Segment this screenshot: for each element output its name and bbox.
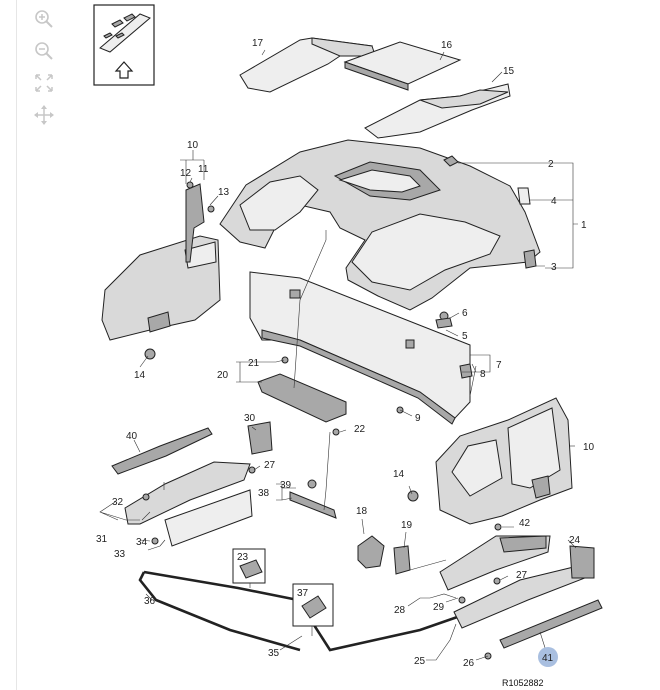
callout-14-left: 14 — [134, 370, 146, 381]
callout-39: 39 — [280, 480, 292, 491]
callout-41-highlight[interactable] — [538, 647, 558, 667]
pan-button[interactable] — [28, 102, 60, 128]
callout-33: 33 — [114, 549, 126, 560]
callout-28: 28 — [394, 605, 406, 616]
callout-9: 9 — [415, 413, 421, 424]
callout-1: 1 — [581, 220, 587, 231]
zoom-in-icon — [35, 10, 53, 28]
zoom-out-button[interactable] — [28, 38, 60, 64]
zoom-in-button[interactable] — [28, 6, 60, 32]
part-19 — [393, 545, 411, 575]
callout-12: 12 — [180, 168, 192, 179]
callout-13: 13 — [218, 187, 230, 198]
right-quarter-panel — [407, 397, 573, 525]
callout-34: 34 — [136, 537, 148, 548]
callout-10-upper: 10 — [187, 140, 199, 151]
callout-18: 18 — [356, 506, 368, 517]
callout-8: 8 — [480, 369, 486, 380]
leader-lines — [99, 49, 578, 661]
right-sill-parts — [439, 523, 603, 660]
part-18 — [357, 535, 385, 569]
callout-27-right: 27 — [516, 570, 528, 581]
callout-21: 21 — [248, 358, 260, 369]
exploded-parts-diagram: .p { fill: #d9d9d9; stroke: #222; stroke… — [93, 4, 603, 688]
callout-2: 2 — [548, 159, 554, 170]
callout-23: 23 — [237, 552, 249, 563]
headliner — [219, 139, 541, 311]
roof-panels — [239, 37, 511, 139]
callout-37: 37 — [297, 588, 309, 599]
callout-4: 4 — [551, 196, 557, 207]
lower-bracket — [289, 479, 337, 519]
reference-number: R1052882 — [502, 678, 544, 688]
zoom-out-icon — [35, 42, 53, 60]
pan-icon — [34, 105, 54, 125]
callout-42: 42 — [519, 518, 531, 529]
callout-10-right: 10 — [583, 442, 595, 453]
callout-26: 26 — [463, 658, 475, 669]
callout-25: 25 — [414, 656, 426, 667]
callout-14-right: 14 — [393, 469, 405, 480]
callout-29: 29 — [433, 602, 445, 613]
callout-41[interactable]: 41 — [542, 653, 554, 664]
center-bracket — [257, 356, 347, 436]
callout-32: 32 — [112, 497, 124, 508]
left-divider — [16, 0, 17, 690]
fit-to-screen-icon — [35, 74, 53, 92]
callout-16: 16 — [441, 40, 453, 51]
callout-3: 3 — [551, 262, 557, 273]
callout-11: 11 — [198, 164, 209, 175]
callout-19: 19 — [401, 520, 413, 531]
callout-24: 24 — [569, 535, 581, 546]
callout-22: 22 — [354, 424, 366, 435]
callout-38: 38 — [258, 488, 270, 499]
callout-5: 5 — [462, 331, 468, 342]
callout-27-left: 27 — [264, 460, 276, 471]
callout-35: 35 — [268, 648, 280, 659]
orientation-inset — [93, 4, 155, 86]
fit-to-screen-button[interactable] — [28, 70, 60, 96]
callout-17: 17 — [252, 38, 264, 49]
callout-40: 40 — [126, 431, 138, 442]
callout-15: 15 — [503, 66, 515, 77]
left-sill-parts — [111, 421, 273, 547]
callout-30: 30 — [244, 413, 256, 424]
callouts: 1 2 3 4 5 6 7 8 9 10 10 11 12 13 14 14 1… — [96, 38, 595, 688]
callout-36: 36 — [144, 596, 156, 607]
callout-31: 31 — [96, 534, 108, 545]
rear-bulkhead-panel — [249, 187, 537, 425]
callout-20: 20 — [217, 370, 229, 381]
callout-7: 7 — [496, 360, 502, 371]
callout-6: 6 — [462, 308, 468, 319]
left-quarter-panel — [101, 181, 221, 360]
up-arrow-icon — [114, 61, 134, 79]
